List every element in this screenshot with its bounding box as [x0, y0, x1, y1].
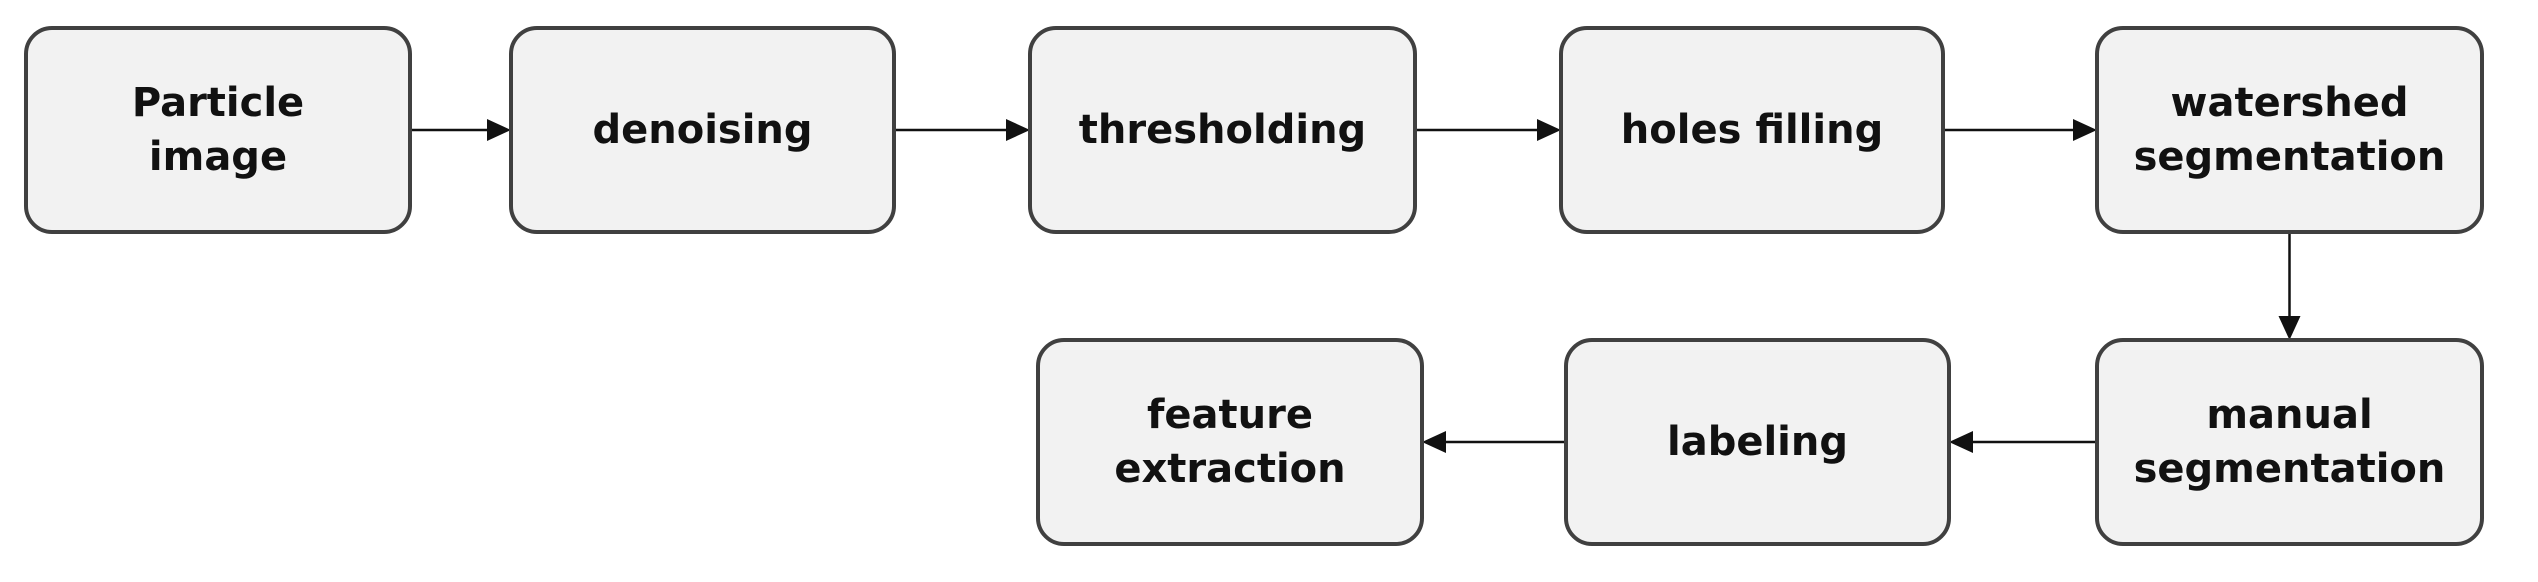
edge-denoising-to-thresholding: [894, 119, 1030, 141]
node-label-line: feature: [1147, 392, 1313, 438]
node-label-line: extraction: [1114, 446, 1345, 492]
nodes-layer: Particle image denoising thresholding holes …: [24, 26, 2484, 546]
arrowhead-icon: [487, 119, 511, 141]
node-label-line: thresholding: [1079, 107, 1366, 153]
arrowhead-icon: [1949, 431, 1973, 453]
node-thresholding: thresholding: [1028, 26, 1417, 234]
node-label-line: denoising: [592, 107, 812, 153]
node-box: [1564, 338, 1951, 546]
edges-layer: [410, 119, 2301, 453]
node-label-line: manual: [2206, 392, 2372, 438]
arrowhead-icon: [2073, 119, 2097, 141]
node-box: [509, 26, 896, 234]
node-box: [2095, 338, 2484, 546]
node-label-line: segmentation: [2134, 134, 2446, 180]
node-label-line: image: [149, 134, 287, 180]
arrowhead-icon: [1422, 431, 1446, 453]
node-particle-image: Particle image: [24, 26, 412, 234]
node-holes-filling: holes filling: [1559, 26, 1945, 234]
node-box: [1028, 26, 1417, 234]
arrowhead-icon: [2278, 316, 2301, 340]
node-denoising: denoising: [509, 26, 896, 234]
node-label-line: watershed: [2171, 80, 2409, 126]
edge-holes-filling-to-watershed-segmentation: [1943, 119, 2097, 141]
node-feature-extraction: feature extraction: [1036, 338, 1424, 546]
node-box: [2095, 26, 2484, 234]
node-box: [1559, 26, 1945, 234]
node-box: [24, 26, 412, 234]
node-watershed-segmentation: watershed segmentation: [2095, 26, 2484, 234]
arrowhead-icon: [1006, 119, 1030, 141]
node-manual-segmentation: manual segmentation: [2095, 338, 2484, 546]
node-label-line: Particle: [132, 80, 304, 126]
arrowhead-icon: [1537, 119, 1561, 141]
edge-watershed-segmentation-to-manual-segmentation: [2278, 232, 2301, 340]
node-box: [1036, 338, 1424, 546]
node-label-line: holes filling: [1621, 107, 1883, 153]
node-label-line: segmentation: [2134, 446, 2446, 492]
node-label-line: labeling: [1667, 419, 1848, 465]
edge-manual-segmentation-to-labeling: [1949, 431, 2097, 453]
edge-particle-image-to-denoising: [410, 119, 511, 141]
edge-thresholding-to-holes-filling: [1415, 119, 1561, 141]
edge-labeling-to-feature-extraction: [1422, 431, 1566, 453]
node-labeling: labeling: [1564, 338, 1951, 546]
